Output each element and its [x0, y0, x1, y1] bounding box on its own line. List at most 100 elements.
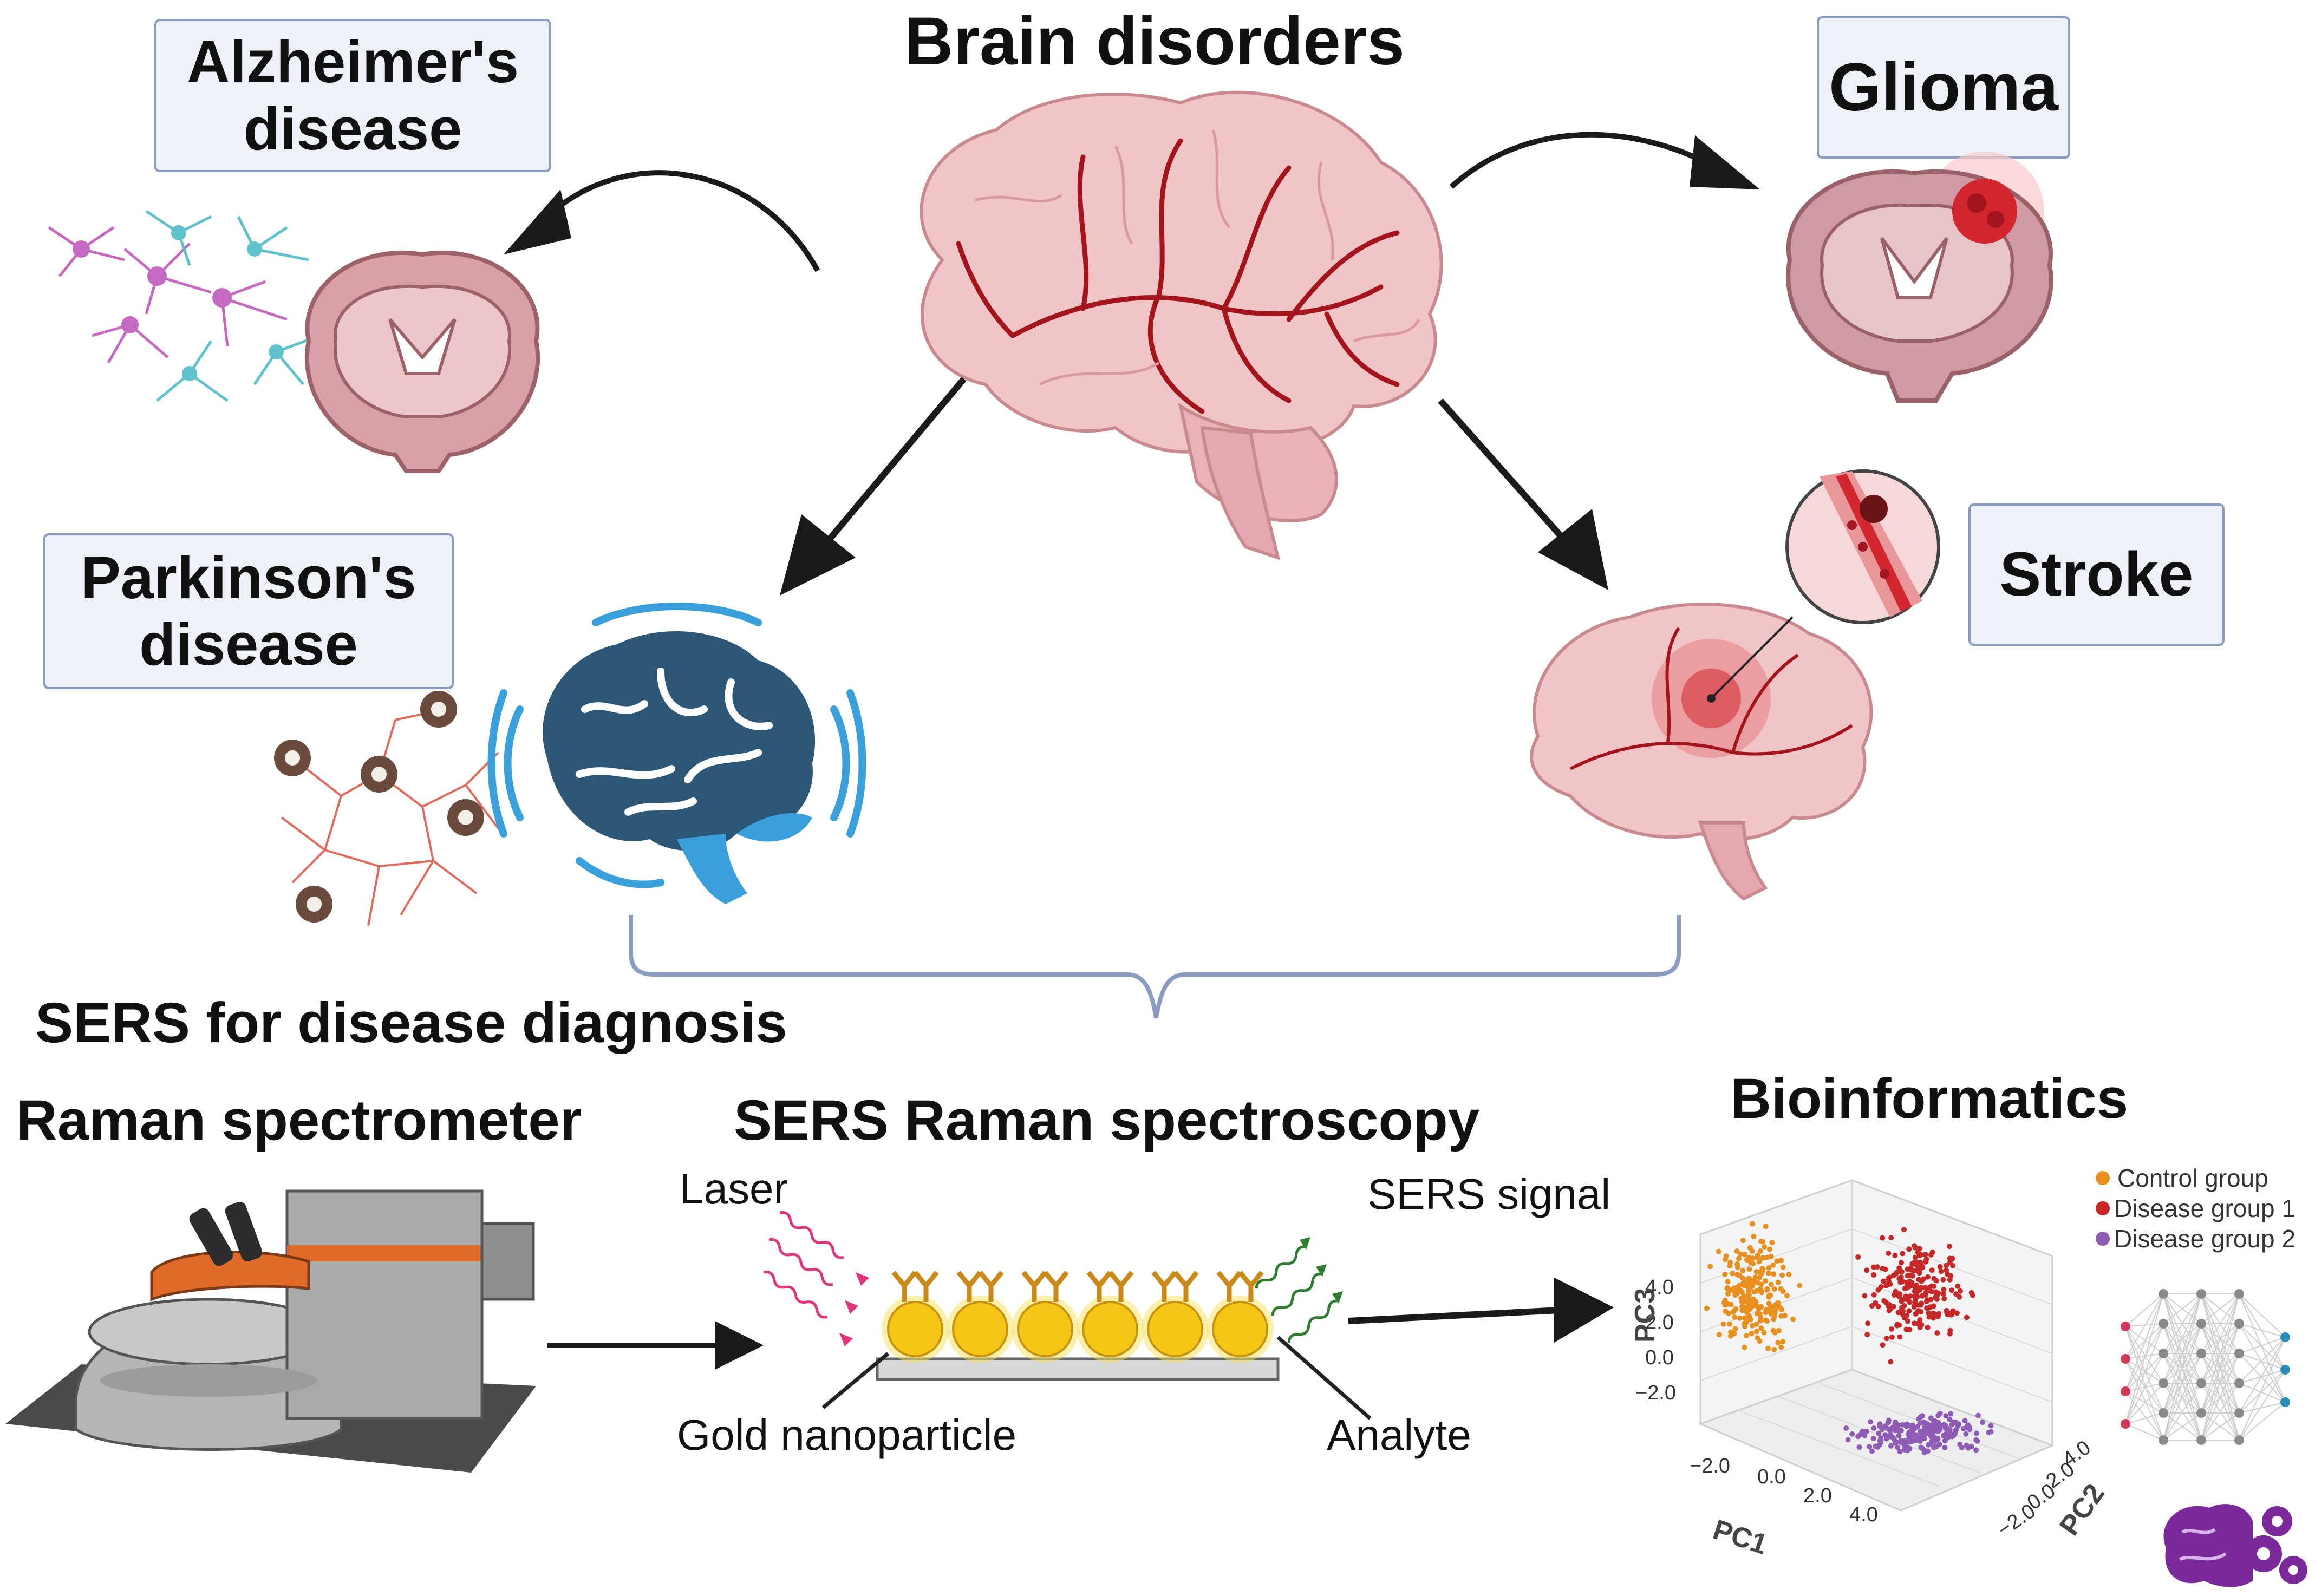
- pca-point-control: [1749, 1323, 1755, 1329]
- pca-point-disease1: [1888, 1326, 1894, 1332]
- pca-point-control: [1753, 1288, 1759, 1294]
- pca-point-disease1: [1933, 1278, 1939, 1284]
- pca-point-control: [1758, 1325, 1764, 1331]
- pca-point-disease2: [1862, 1433, 1868, 1438]
- pca-point-control: [1716, 1248, 1721, 1254]
- laser-label: Laser: [680, 1165, 788, 1213]
- ai-brain-gears-icon: [2163, 1504, 2307, 1587]
- pca-point-disease2: [1906, 1434, 1912, 1440]
- pca-x-tick: 2.0: [1803, 1484, 1832, 1507]
- parkinsons-label-box: Parkinson's disease: [43, 533, 454, 689]
- nn-connection: [2125, 1293, 2164, 1327]
- pca-point-control: [1780, 1339, 1786, 1345]
- pca-point-disease1: [1906, 1297, 1911, 1303]
- nn-connection: [2201, 1383, 2240, 1414]
- nn-node: [2159, 1435, 2168, 1445]
- pca-point-disease2: [1975, 1412, 1981, 1418]
- stroke-vessel-clot-inset: [1785, 469, 1940, 624]
- pca-point-disease1: [1937, 1264, 1943, 1270]
- nn-node: [2280, 1397, 2290, 1407]
- pca-point-control: [1752, 1274, 1758, 1280]
- pca-point-disease2: [1935, 1412, 1941, 1418]
- pca-point-control: [1771, 1316, 1777, 1322]
- pca-point-disease1: [1900, 1251, 1906, 1257]
- pca-point-disease1: [1886, 1307, 1892, 1313]
- pca-point-disease1: [1923, 1256, 1929, 1262]
- nn-connection: [2125, 1412, 2164, 1424]
- pca-point-disease2: [1920, 1445, 1926, 1451]
- nn-node: [2121, 1419, 2130, 1429]
- pca-point-control: [1721, 1300, 1727, 1306]
- pca-point-disease2: [1963, 1431, 1969, 1437]
- pca-point-disease1: [1902, 1286, 1908, 1292]
- pca-point-disease1: [1917, 1324, 1923, 1330]
- pca-point-disease1: [1883, 1336, 1889, 1342]
- pca-point-control: [1757, 1275, 1763, 1280]
- nn-connection: [2201, 1323, 2240, 1441]
- pca-point-disease1: [1922, 1252, 1928, 1258]
- pca-point-disease1: [1855, 1254, 1861, 1260]
- pca-point-control: [1786, 1272, 1792, 1277]
- pca-point-disease1: [1905, 1273, 1910, 1279]
- pca-point-disease2: [1948, 1411, 1954, 1417]
- pca-point-control: [1749, 1331, 1755, 1337]
- pca-point-control: [1763, 1224, 1769, 1229]
- nn-connection: [2125, 1383, 2164, 1424]
- pca-point-disease1: [1886, 1279, 1892, 1285]
- nn-connection: [2125, 1326, 2164, 1441]
- pca-point-disease2: [1888, 1443, 1894, 1449]
- pca-point-control: [1750, 1221, 1756, 1227]
- pca-point-disease2: [1947, 1416, 1953, 1422]
- pca-point-disease2: [1902, 1445, 1908, 1451]
- pca-point-disease1: [1894, 1270, 1900, 1276]
- pca-point-disease1: [1888, 1359, 1894, 1365]
- pca-point-control: [1734, 1272, 1740, 1278]
- nn-connection: [2163, 1353, 2202, 1441]
- nn-connection: [2125, 1353, 2164, 1424]
- pca-point-disease1: [1894, 1323, 1900, 1329]
- pca-point-disease2: [1909, 1438, 1914, 1444]
- pca-point-disease1: [1864, 1332, 1870, 1338]
- central-brain-illustration: [920, 90, 1443, 560]
- pca-point-disease1: [1897, 1309, 1903, 1315]
- nn-node: [2234, 1319, 2244, 1329]
- pca-point-disease1: [1864, 1267, 1870, 1273]
- pca-point-control: [1758, 1304, 1764, 1310]
- pca-point-control: [1746, 1280, 1752, 1286]
- nn-connection: [2163, 1383, 2202, 1441]
- pca-point-disease2: [1897, 1449, 1903, 1455]
- pca-point-control: [1727, 1263, 1733, 1269]
- pca-point-disease1: [1905, 1266, 1910, 1272]
- pca-point-disease2: [1914, 1424, 1920, 1430]
- pca-point-disease2: [1925, 1424, 1931, 1430]
- pca-point-control: [1755, 1335, 1760, 1341]
- nn-node: [2196, 1378, 2206, 1388]
- pca-point-disease1: [1957, 1288, 1963, 1294]
- nn-connection: [2239, 1337, 2286, 1441]
- page-title: Brain disorders: [904, 4, 1405, 79]
- nn-connection: [2201, 1293, 2240, 1384]
- pca-point-control: [1746, 1276, 1752, 1281]
- nn-connection: [2163, 1293, 2202, 1384]
- alzheimers-brain-section: [304, 250, 540, 473]
- pca-point-control: [1784, 1293, 1790, 1299]
- pca-point-control: [1704, 1305, 1710, 1311]
- pca-point-disease1: [1909, 1261, 1915, 1267]
- stroke-brain-illustration: [1530, 603, 1873, 901]
- pca-z-tick: −2.0: [1635, 1382, 1676, 1404]
- nn-connection: [2163, 1293, 2202, 1441]
- analyte-label: Analyte: [1327, 1411, 1471, 1459]
- pca-point-control: [1764, 1286, 1770, 1292]
- pca-point-control: [1744, 1333, 1750, 1339]
- nn-connection: [2125, 1423, 2164, 1441]
- pca-point-control: [1758, 1288, 1764, 1294]
- pca-point-control: [1753, 1269, 1759, 1274]
- parkinsons-label-line2: disease: [139, 611, 358, 678]
- nn-connection: [2201, 1383, 2240, 1441]
- pca-point-disease2: [1855, 1434, 1861, 1440]
- nn-connection: [2239, 1293, 2286, 1338]
- glioma-label-box: Glioma: [1817, 16, 2070, 159]
- pca-point-disease2: [1895, 1444, 1900, 1450]
- pca-x-tick: −2.0: [1690, 1455, 1730, 1477]
